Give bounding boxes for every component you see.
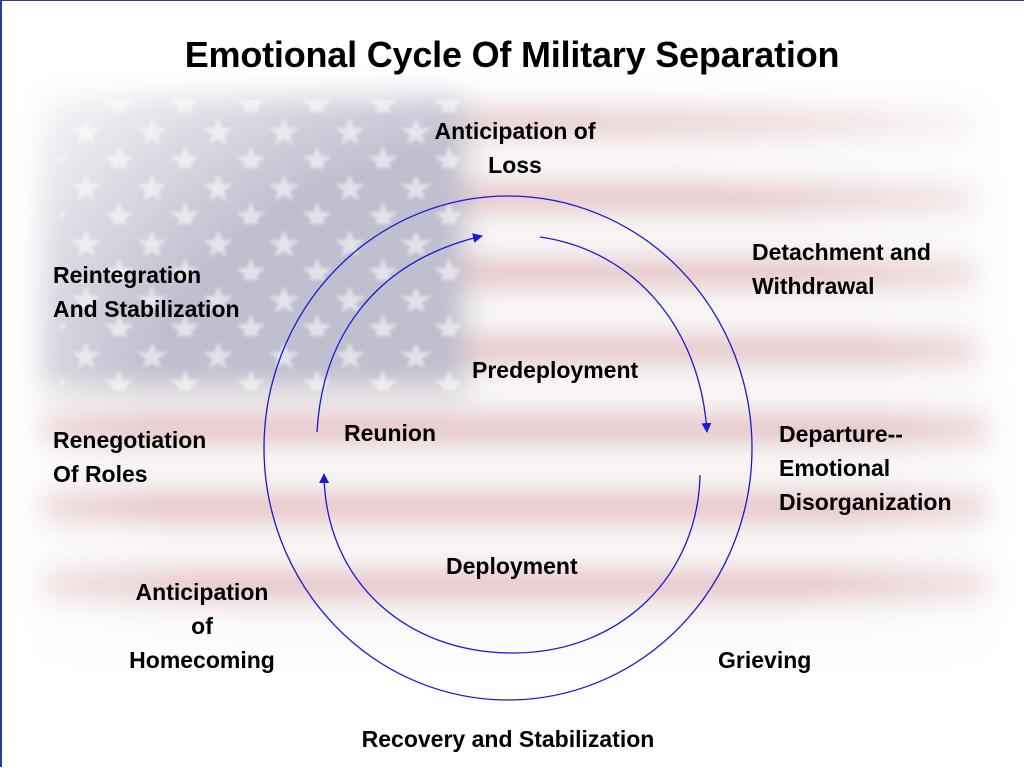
stage-label-line: Anticipation of — [434, 118, 596, 144]
stage-label-line: Loss — [488, 152, 542, 178]
stage-reintegration-and-stabilization: Reintegration And Stabilization — [53, 258, 240, 326]
arrow-deployment-to-reunion — [319, 473, 701, 654]
stage-label-line: Grieving — [718, 647, 812, 673]
arrow-reunion-to-predeployment — [316, 233, 483, 433]
stage-label-line: Renegotiation — [53, 427, 207, 453]
stage-label-line: of — [191, 613, 213, 639]
phase-reunion: Reunion — [344, 420, 436, 446]
stage-label-line: Anticipation — [135, 579, 269, 605]
stage-anticipation-of-homecoming: Anticipation of Homecoming — [92, 575, 312, 677]
stage-label-line: Homecoming — [129, 647, 275, 673]
stage-label-line: Recovery and Stabilization — [361, 726, 655, 752]
stage-label-line: And Stabilization — [53, 296, 240, 322]
stage-label-line: Emotional — [779, 455, 891, 481]
stage-label-line: Reintegration — [53, 262, 202, 288]
stage-grieving: Grieving — [718, 643, 811, 677]
stage-departure-emotional-disorganization: Departure-- Emotional Disorganization — [779, 417, 952, 519]
stage-label-line: Disorganization — [779, 489, 952, 515]
phase-predeployment: Predeployment — [472, 357, 639, 383]
stage-anticipation-of-loss: Anticipation of Loss — [395, 114, 635, 182]
stage-label-line: Departure-- — [779, 421, 903, 447]
slide-title: Emotional Cycle Of Military Separation — [184, 34, 840, 75]
stage-detachment-and-withdrawal: Detachment and Withdrawal — [752, 235, 931, 303]
outer-cycle-circle — [263, 195, 753, 701]
arrow-predeployment-to-deployment — [539, 236, 712, 433]
phase-deployment: Deployment — [446, 553, 578, 579]
stage-label-line: Of Roles — [53, 461, 148, 487]
stage-renegotiation-of-roles: Renegotiation Of Roles — [53, 423, 206, 491]
stage-label-line: Detachment and — [752, 239, 931, 265]
stage-label-line: Withdrawal — [752, 273, 875, 299]
stage-recovery-and-stabilization: Recovery and Stabilization — [308, 722, 708, 756]
